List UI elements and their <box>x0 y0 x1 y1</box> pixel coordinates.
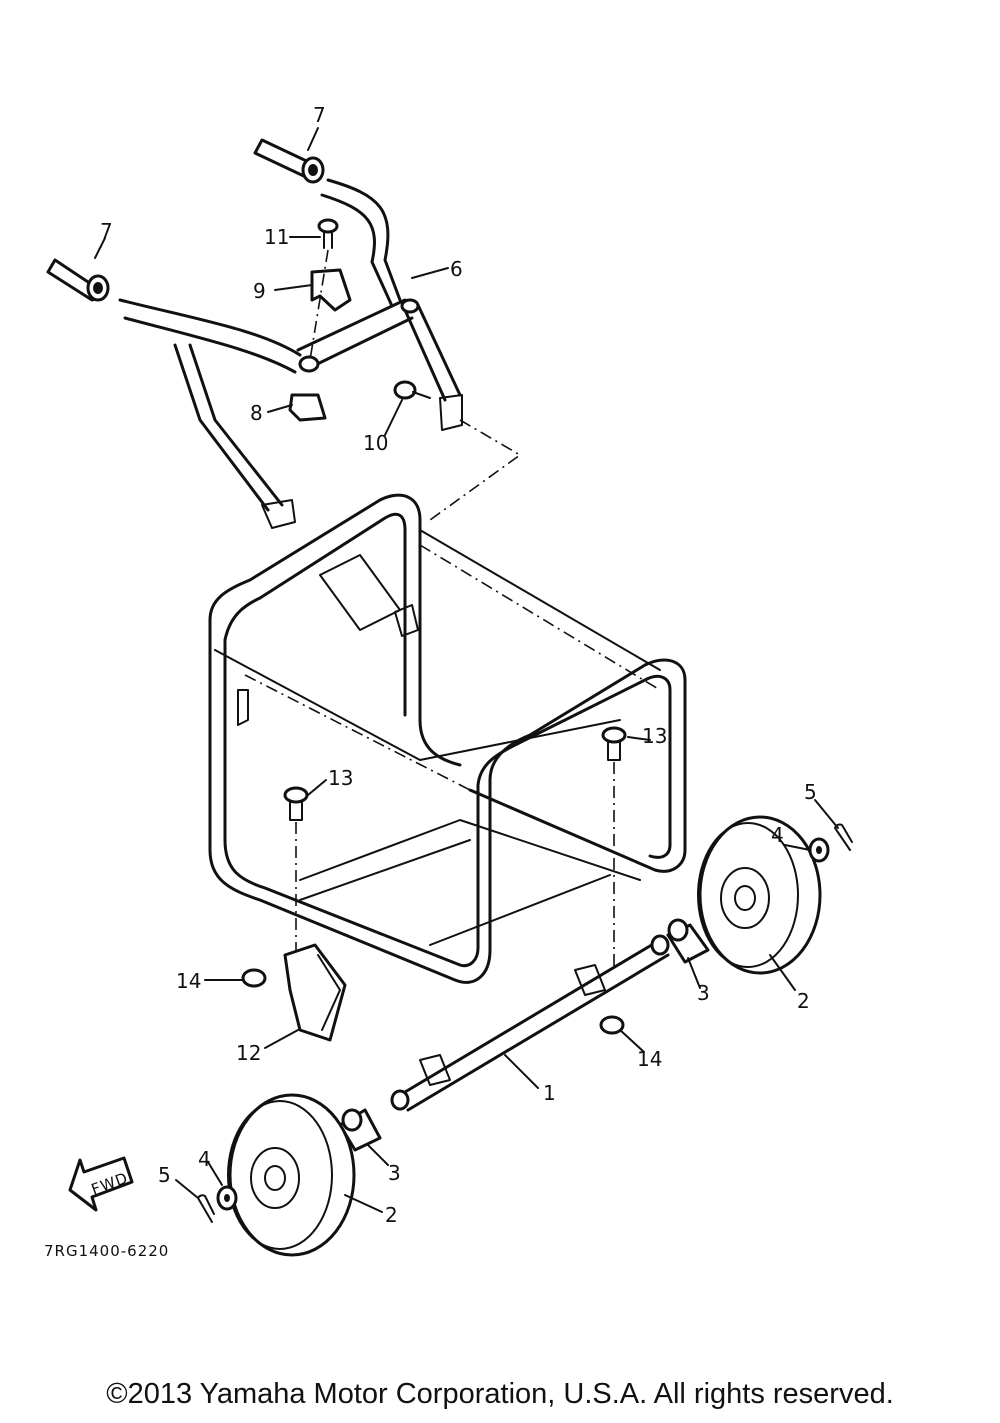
callout-3-left: 3 <box>388 1161 401 1185</box>
frame <box>208 493 687 984</box>
bolt-part-13-left <box>283 786 309 821</box>
axle-part-1 <box>390 934 670 1112</box>
callout-12: 12 <box>236 1041 261 1065</box>
clamp-part-9 <box>310 268 352 312</box>
clamp-part-8 <box>288 393 327 422</box>
bushing-part-3-left <box>338 1108 382 1152</box>
callout-14-right: 14 <box>637 1047 662 1071</box>
callout-4-left: 4 <box>198 1147 211 1171</box>
callout-8: 8 <box>250 401 263 425</box>
nut-part-14-left <box>241 968 267 988</box>
callout-11: 11 <box>264 225 289 249</box>
callout-1: 1 <box>543 1081 556 1105</box>
callout-10: 10 <box>363 431 388 455</box>
bolt-part-11 <box>317 218 339 249</box>
callout-14-left: 14 <box>176 969 201 993</box>
pin-part-5-left <box>197 1194 215 1223</box>
copyright-notice: ©2013 Yamaha Motor Corporation, U.S.A. A… <box>106 1378 894 1410</box>
bolt-part-13-right <box>601 726 627 761</box>
washer-part-4-left <box>216 1185 238 1211</box>
bracket-part-12 <box>283 943 347 1042</box>
bolt-part-10 <box>393 380 431 400</box>
callout-5-right: 5 <box>804 780 817 804</box>
grip-part-7-left <box>46 258 110 302</box>
callouts: 7 7 11 6 9 8 10 13 13 4 5 2 3 14 1 14 12… <box>100 103 817 1227</box>
callout-13-right: 13 <box>642 724 667 748</box>
grip-part-7-right <box>253 138 325 184</box>
wheel-part-2-left <box>227 1093 356 1257</box>
bushing-part-3-right <box>666 918 710 964</box>
diagram-code: 7RG1400-6220 <box>44 1242 169 1260</box>
callout-6: 6 <box>450 257 463 281</box>
pin-part-5-right <box>834 823 853 851</box>
callout-7-right: 7 <box>313 103 326 127</box>
handle-part-6 <box>118 178 463 529</box>
washer-part-4-right <box>808 837 830 863</box>
leader-lines <box>94 127 839 1213</box>
callout-4-right: 4 <box>771 823 784 847</box>
callout-5-left: 5 <box>158 1163 171 1187</box>
nut-part-14-right <box>599 1015 625 1035</box>
fwd-arrow-icon: FWD <box>68 1156 134 1212</box>
callout-13-left: 13 <box>328 766 353 790</box>
wheel-part-2-right <box>697 815 822 975</box>
callout-9: 9 <box>253 279 266 303</box>
callout-3-right: 3 <box>697 981 710 1005</box>
callout-2-right: 2 <box>797 989 810 1013</box>
callout-7-left: 7 <box>100 219 113 243</box>
callout-2-left: 2 <box>385 1203 398 1227</box>
